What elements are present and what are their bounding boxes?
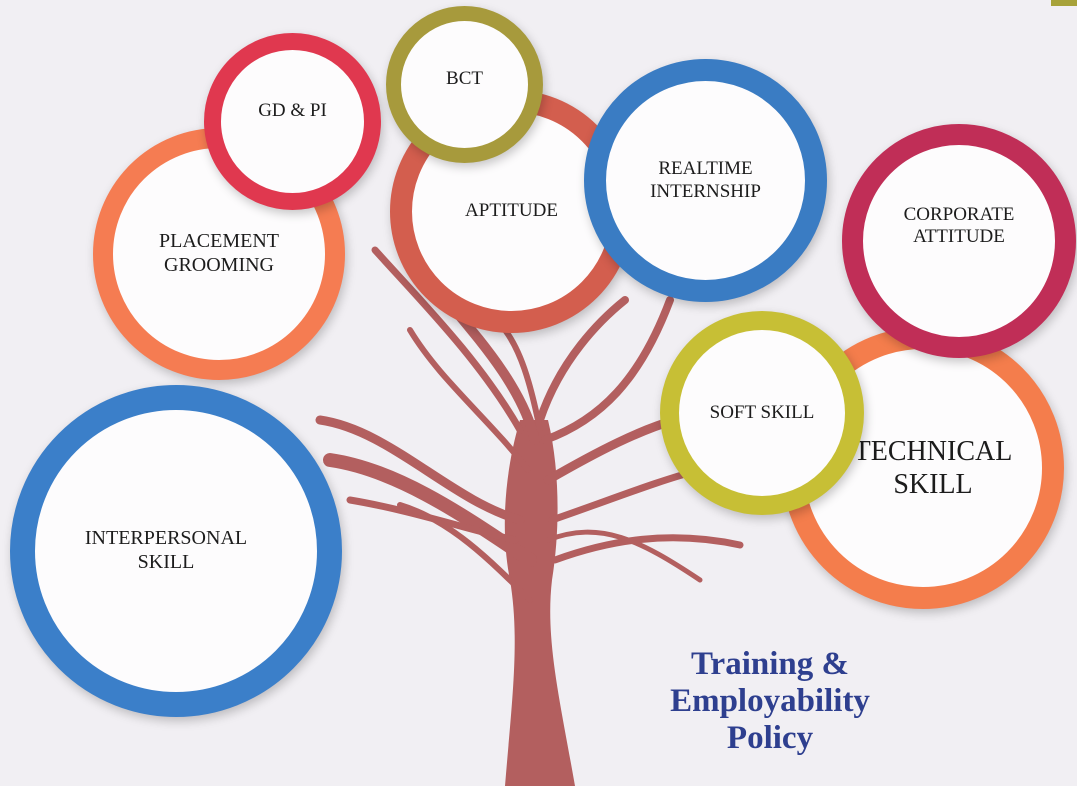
- bct-label: BCT: [446, 68, 483, 90]
- tree-branch: [371, 246, 524, 434]
- soft-skill-label: SOFT SKILL: [709, 401, 815, 423]
- interpersonal-skill-label: INTERPERSONAL SKILL: [84, 527, 248, 573]
- placement-grooming-label: PLACEMENT GROOMING: [159, 230, 279, 276]
- bct-circle: BCT: [386, 6, 543, 163]
- soft-skill-circle: SOFT SKILL: [660, 311, 864, 515]
- realtime-internship-label: REALTIME INTERNSHIP: [650, 158, 761, 202]
- tree-branch: [548, 466, 704, 524]
- tree-branch: [545, 529, 703, 583]
- gd-pi-circle: GD & PI: [204, 33, 381, 210]
- tree-branch: [397, 502, 533, 603]
- tree-branch: [536, 296, 629, 424]
- technical-skill-label: TECHNICAL SKILL: [853, 435, 1013, 500]
- interpersonal-skill-circle: INTERPERSONAL SKILL: [10, 385, 342, 717]
- corporate-attitude-label: CORPORATE ATTITUDE: [903, 203, 1015, 247]
- tree-branch: [541, 296, 674, 444]
- aptitude-label: APTITUDE: [465, 200, 558, 222]
- tree-branch: [407, 327, 531, 473]
- tree-trunk: [504, 420, 575, 786]
- corporate-attitude-circle: CORPORATE ATTITUDE: [842, 124, 1076, 358]
- tree-branch: [323, 453, 537, 567]
- tree-branch: [502, 327, 543, 433]
- tree-branch: [315, 415, 525, 525]
- gd-pi-label: GD & PI: [258, 100, 327, 122]
- realtime-internship-circle: REALTIME INTERNSHIP: [584, 59, 827, 302]
- corner-decoration: [1051, 0, 1077, 6]
- tree-branch: [551, 534, 744, 564]
- policy-title: Training & Employability Policy: [670, 646, 870, 756]
